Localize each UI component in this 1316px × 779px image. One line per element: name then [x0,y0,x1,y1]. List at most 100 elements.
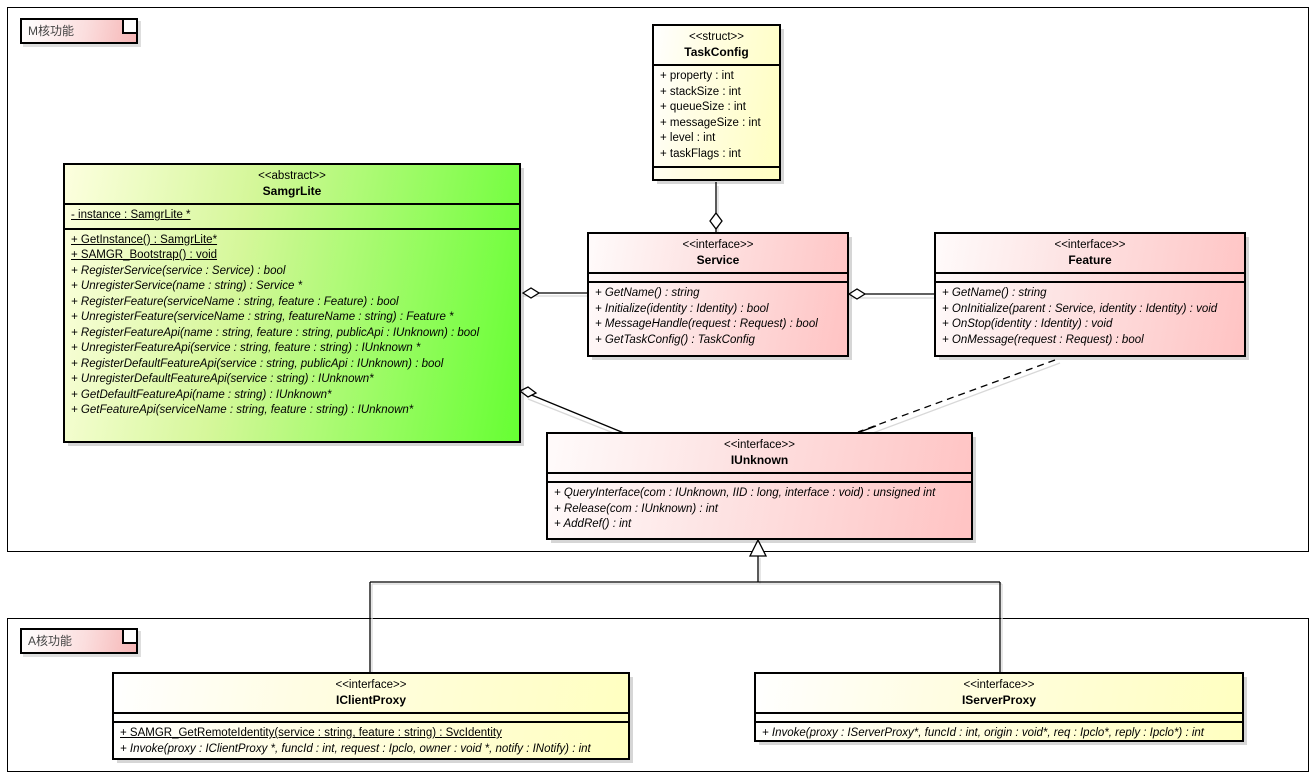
attribute-row: - instance : SamgrLite * [65,208,519,224]
compartment-divider [548,472,971,474]
class-name: SamgrLite [262,184,322,198]
operation-row: + SAMGR_Bootstrap() : void [65,248,519,264]
edge-samgrlite-iunknown [528,393,625,434]
attribute-compartment: - instance : SamgrLite * [65,205,519,228]
attribute-compartment [548,474,971,481]
class-service[interactable]: <<interface>> Service + GetName() : stri… [587,232,849,357]
class-stereotype: <<interface>> [682,239,754,251]
compartment-divider [65,227,519,230]
class-header: <<interface>> IServerProxy [756,674,1242,712]
operation-text: + GetInstance() : SamgrLite* [71,233,218,246]
operation-row: + UnregisterService(name : string) : Ser… [71,280,303,292]
class-header: <<interface>> Feature [936,234,1244,272]
operation-row: + OnInitialize(parent : Service, identit… [942,302,1218,315]
class-feature[interactable]: <<interface>> Feature + GetName() : stri… [934,232,1246,357]
operation-row: + GetInstance() : SamgrLite* [65,233,519,249]
operation-row: + UnregisterFeatureApi(service : string,… [71,342,421,354]
aggregation-diamond [709,211,723,231]
compartment-divider [114,721,628,723]
operation-row: + AddRef() : int [554,518,632,530]
class-stereotype: <<struct>> [689,31,744,43]
attribute-compartment [936,274,1244,281]
compartment-divider [654,64,779,66]
compartment-divider [114,712,628,714]
operation-row: + QueryInterface(com : IUnknown, IID : l… [554,487,936,499]
operation-row: + Release(com : IUnknown) : int [554,502,718,515]
attribute-compartment [756,714,1242,721]
operation-compartment: + Invoke(proxy : IServerProxy*, funcId :… [756,723,1242,740]
package-m-core-tab: M核功能 [20,18,138,44]
operation-text: + SAMGR_Bootstrap() : void [71,249,218,261]
compartment-divider [548,481,971,483]
class-stereotype: <<interface>> [724,439,795,451]
class-name: Feature [1068,253,1112,267]
compartment-divider [936,281,1244,283]
class-samgrlite[interactable]: <<abstract>> SamgrLite - instance : Samg… [63,163,521,443]
compartment-divider [654,166,779,168]
operation-row: + OnMessage(request : Request) : bool [942,333,1144,346]
attribute-row: + queueSize : int [660,101,746,113]
package-m-core-label: M核功能 [28,24,74,38]
operation-row: + SAMGR_GetRemoteIdentity(service : stri… [114,726,628,742]
class-iserverproxy[interactable]: <<interface>> IServerProxy + Invoke(prox… [754,672,1244,742]
attribute-compartment [589,274,847,281]
aggregation-diamond [518,386,538,398]
generalization-triangle [748,538,768,557]
class-header: <<struct>> TaskConfig [654,26,779,64]
operation-row: + GetName() : string [942,287,1047,299]
compartment-divider [65,203,519,205]
operation-row: + OnStop(identity : Identity) : void [942,318,1113,330]
attribute-row: + stackSize : int [660,85,741,98]
page-fold-icon [122,630,136,644]
compartment-divider [936,272,1244,274]
operation-row: + GetTaskConfig() : TaskConfig [595,333,755,346]
class-name: Service [696,253,740,267]
operation-row: + Invoke(proxy : IServerProxy*, funcId :… [762,727,1204,739]
attribute-row: + messageSize : int [660,116,761,129]
operation-row: + UnregisterFeature(serviceName : string… [71,311,454,323]
operation-row: + GetDefaultFeatureApi(name : string) : … [71,388,332,401]
edge-feature-iunknown-dependency [857,359,1056,433]
aggregation-diamond [847,288,867,300]
operation-compartment [654,168,779,175]
operation-row: + MessageHandle(request : Request) : boo… [595,318,818,330]
package-a-core-label: A核功能 [28,634,73,648]
class-name: IUnknown [730,453,789,467]
page-fold-icon [122,20,136,34]
operation-row: + GetName() : string [595,287,700,299]
class-name: TaskConfig [684,45,749,59]
operation-row: + Initialize(identity : Identity) : bool [595,302,769,315]
operation-row: + RegisterFeature(serviceName : string, … [71,295,399,308]
operation-row: + RegisterDefaultFeatureApi(service : st… [71,357,444,370]
operation-compartment: + GetInstance() : SamgrLite* + SAMGR_Boo… [65,230,519,423]
compartment-divider [756,712,1242,714]
attribute-text: - instance : SamgrLite * [71,209,191,221]
class-stereotype: <<interface>> [335,679,407,691]
class-header: <<interface>> IUnknown [548,434,971,472]
class-header: <<interface>> Service [589,234,847,272]
class-iunknown[interactable]: <<interface>> IUnknown + QueryInterface(… [546,432,973,540]
operation-compartment: + QueryInterface(com : IUnknown, IID : l… [548,483,971,537]
operation-compartment: + GetName() : string + Initialize(identi… [589,283,847,352]
operation-text: + SAMGR_GetRemoteIdentity(service : stri… [120,727,502,739]
attribute-compartment: + property : int + stackSize : int + que… [654,66,779,166]
class-name: IServerProxy [961,693,1037,707]
compartment-divider [756,721,1242,723]
operation-row: + RegisterFeatureApi(name : string, feat… [71,326,480,339]
class-stereotype: <<interface>> [1054,239,1126,251]
class-name: IClientProxy [335,693,407,707]
class-iclientproxy[interactable]: <<interface>> IClientProxy + SAMGR_GetRe… [112,672,630,760]
operation-compartment: + GetName() : string + OnInitialize(pare… [936,283,1244,352]
class-stereotype: <<interface>> [963,679,1035,691]
attribute-row: + taskFlags : int [660,147,741,160]
operation-compartment: + SAMGR_GetRemoteIdentity(service : stri… [114,723,628,758]
attribute-row: + level : int [660,132,716,144]
class-taskconfig[interactable]: <<struct>> TaskConfig + property : int +… [652,24,781,181]
class-header: <<interface>> IClientProxy [114,674,628,712]
operation-row: + GetFeatureApi(serviceName : string, fe… [71,404,414,416]
compartment-divider [589,272,847,274]
attribute-row: + property : int [660,70,734,82]
compartment-divider [589,281,847,283]
